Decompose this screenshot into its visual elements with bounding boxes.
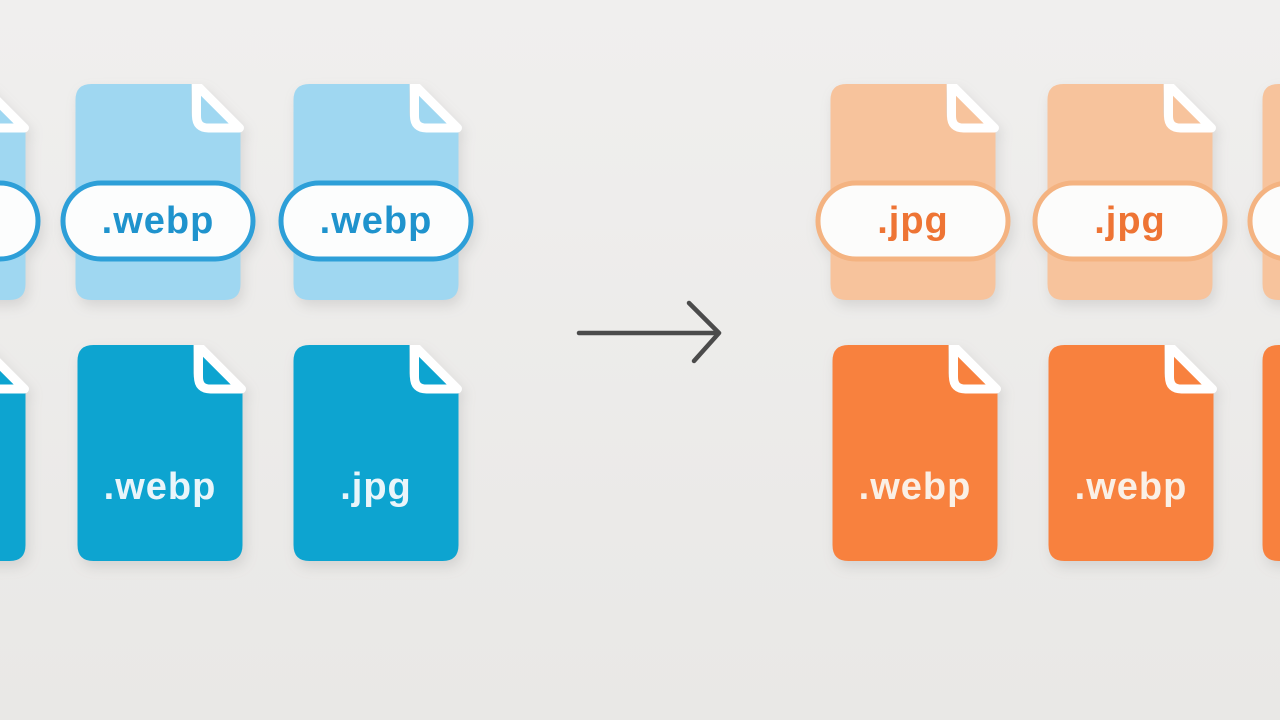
source-file-webp-3: .webp xyxy=(77,345,246,561)
output-file-jpg-partial-right-top xyxy=(1247,84,1280,300)
extension-badge xyxy=(60,180,255,262)
extension-badge xyxy=(1032,180,1227,262)
document-shape xyxy=(832,345,997,561)
folded-corner-icon xyxy=(409,345,462,394)
document-shape xyxy=(1048,345,1213,561)
folded-corner-icon xyxy=(946,84,999,133)
output-file-webp-2: .webp xyxy=(1048,345,1217,561)
folded-corner-icon xyxy=(1163,84,1216,133)
extension-label: .jpg xyxy=(877,200,949,242)
folded-corner-icon xyxy=(948,345,1001,394)
extension-label: .webp xyxy=(103,466,216,508)
folded-corner-icon xyxy=(0,358,29,394)
output-file-webp-1: .webp xyxy=(832,345,1001,561)
document-shape xyxy=(293,345,458,561)
extension-badge xyxy=(1247,181,1280,261)
document-shape xyxy=(0,390,25,561)
document-shape xyxy=(1262,345,1280,561)
source-file-webp-1: .webp xyxy=(60,84,255,300)
extension-badge xyxy=(0,180,40,262)
extension-badge xyxy=(815,180,1010,262)
extension-label: .webp xyxy=(319,200,432,242)
output-file-jpg-2: .jpg xyxy=(1032,84,1227,300)
source-file-webp-partial-left-top xyxy=(0,97,40,300)
extension-badge xyxy=(278,180,473,262)
extension-label: .webp xyxy=(1074,466,1187,508)
folded-corner-icon xyxy=(191,84,244,133)
extension-label: .jpg xyxy=(1094,200,1166,242)
folded-corner-icon xyxy=(1164,345,1217,394)
conversion-arrow-icon xyxy=(576,300,722,364)
source-file-jpg-1: .jpg xyxy=(293,345,462,561)
extension-label: .jpg xyxy=(340,466,412,508)
output-file-jpg-1: .jpg xyxy=(815,84,1010,300)
extension-label: .webp xyxy=(101,200,214,242)
source-file-webp-2: .webp xyxy=(278,84,473,300)
folded-corner-icon xyxy=(409,84,462,133)
folded-corner-icon xyxy=(193,345,246,394)
output-file-partial-right-bottom xyxy=(1262,345,1280,561)
extension-label: .webp xyxy=(858,466,971,508)
document-shape xyxy=(77,345,242,561)
source-file-partial-left-bottom xyxy=(0,358,29,561)
folded-corner-icon xyxy=(0,97,29,133)
